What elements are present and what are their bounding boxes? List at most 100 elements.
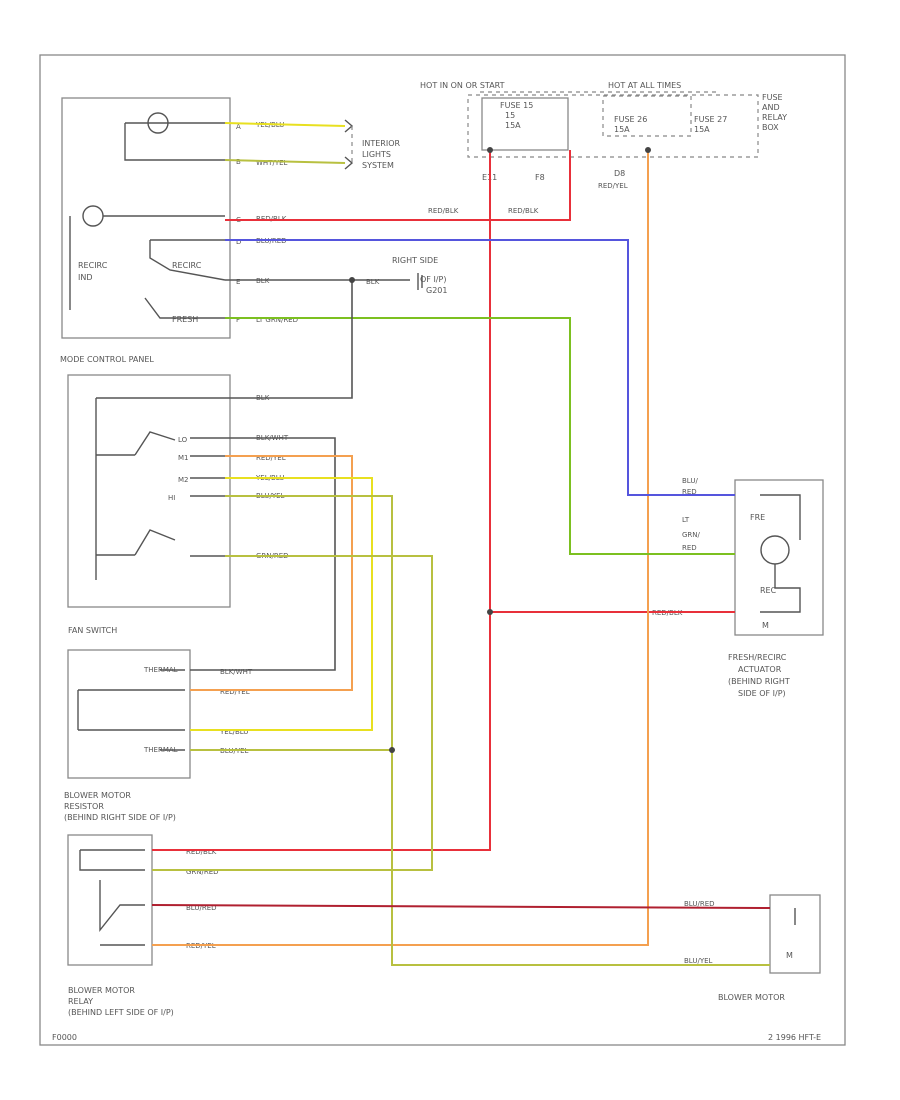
fan-pos-lo: LO — [178, 436, 188, 444]
wire-label-blk-wht-res: BLK/WHT — [220, 668, 253, 676]
mode-panel-title: MODE CONTROL PANEL — [60, 355, 154, 364]
relay-title-3: (BEHIND LEFT SIDE OF I/P) — [68, 1008, 174, 1017]
fan-pos-m2: M2 — [178, 476, 189, 484]
hot-run-label: HOT IN ON OR START — [420, 81, 505, 90]
actuator-title-2: ACTUATOR — [738, 665, 782, 674]
mode-pin-a: A — [236, 123, 241, 131]
fan-pos-m1: M1 — [178, 454, 189, 462]
interior-lights-2: LIGHTS — [362, 150, 391, 159]
resistor-title-2: RESISTOR — [64, 802, 104, 811]
mode-pin-b: B — [236, 158, 241, 166]
wire-label-blk-ground: BLK — [366, 278, 380, 286]
wire-label-lt-grn-red: LT GRN/RED — [256, 316, 298, 324]
recirc-ind-label-2: IND — [78, 273, 93, 282]
interior-lights-1: INTERIOR — [362, 139, 401, 148]
wire-label-lt-grn-act-2: GRN/ — [682, 531, 701, 539]
fuse15-name: FUSE 15 — [500, 101, 533, 110]
ground-label-2: OF I/P) — [420, 275, 446, 284]
fuse26-rating: 15A — [614, 125, 630, 134]
wire-blk-fan-to-ground — [225, 280, 353, 399]
fresh-label: FRESH — [172, 315, 198, 324]
resistor-title-3: (BEHIND RIGHT SIDE OF I/P) — [64, 813, 176, 822]
fuse-box-title-2: AND — [762, 103, 780, 112]
wire-label-red-blk-1: RED/BLK — [428, 207, 459, 215]
fan-switch-upper-arm — [134, 431, 176, 456]
ground-g201-icon — [417, 273, 423, 290]
actuator-fre: FRE — [750, 513, 765, 522]
recirc-ind-label: RECIRC — [78, 261, 108, 270]
conn-f8: F8 — [535, 173, 545, 182]
diagram-frame — [39, 54, 846, 1046]
fuse-box-title-4: BOX — [762, 123, 779, 132]
wire-label-lt-grn-act-1: LT — [682, 516, 690, 524]
relay-title-2: RELAY — [68, 997, 93, 1006]
wire-blu-red-actuator — [225, 239, 735, 496]
fuse15-outline — [481, 97, 569, 151]
fan-switch-outline — [67, 374, 231, 608]
fresh-recirc-actuator: FRE REC M BLU/ RED LT GRN/ RED RED/BLK F… — [652, 477, 824, 698]
wire-blk-wht-fan-res — [190, 437, 336, 671]
junction-ground — [349, 277, 355, 283]
wire-yel-blu-fan-res — [190, 477, 373, 731]
mode-panel-outline — [61, 97, 231, 339]
actuator-title-1: FRESH/RECIRC — [728, 653, 787, 662]
actuator-title-4: SIDE OF I/P) — [738, 689, 786, 698]
wire-red-blk-f8 — [225, 150, 571, 221]
wire-yel-blu-interior — [224, 122, 346, 127]
wire-label-red-yel: RED/YEL — [598, 182, 628, 190]
junction-blu-yel — [389, 747, 395, 753]
blower-motor-m: M — [786, 951, 793, 960]
fuse15-num: 15 — [505, 111, 515, 120]
fuse26-name: FUSE 26 — [614, 115, 647, 124]
wire-red-yel-d8 — [152, 150, 649, 946]
fuse-box-title-1: FUSE — [762, 93, 783, 102]
blower-motor-relay: RED/BLK GRN/RED BLU/RED RED/YEL BLOWER M… — [67, 834, 219, 1017]
wire-label-blu-red-act-2: RED — [682, 488, 697, 496]
wires-layer — [151, 122, 771, 966]
fuse27-rating: 15A — [694, 125, 710, 134]
wire-label-red-blk-relay: RED/BLK — [186, 848, 217, 856]
wire-label-blk-mode: BLK — [256, 277, 270, 285]
wire-label-red-blk-2: RED/BLK — [508, 207, 539, 215]
fuse27-name: FUSE 27 — [694, 115, 727, 124]
wire-wht-yel-interior — [224, 159, 346, 164]
wire-label-red-yel-fan: RED/YEL — [256, 454, 286, 462]
fan-switch-title: FAN SWITCH — [68, 626, 117, 635]
thermal-label-1: THERMAL — [143, 666, 178, 674]
fuse26-27-outline — [602, 95, 692, 137]
fan-switch-lower-arm — [134, 529, 176, 556]
mode-control-panel: RECIRC IND RECIRC FRESH MODE CONTROL PAN… — [60, 97, 447, 364]
ground-id: G201 — [426, 286, 447, 295]
fan-switch: LO M1 M2 HI FAN SWITCH BLK BLK/WHT RED/Y… — [67, 374, 289, 635]
junction-fuse15 — [487, 147, 493, 153]
actuator-motor-icon — [760, 535, 790, 565]
wire-label-yel-blu-res: YEL/BLU — [219, 728, 248, 736]
blower-motor-title: BLOWER MOTOR — [718, 993, 785, 1002]
thermal-label-2: THERMAL — [143, 746, 178, 754]
wire-label-wht-yel: WHT/YEL — [256, 159, 288, 167]
conn-d8: D8 — [614, 169, 625, 178]
actuator-outline — [734, 479, 824, 636]
wire-label-blu-yel-bm: BLU/YEL — [684, 957, 713, 965]
fuse15-rating: 15A — [505, 121, 521, 130]
actuator-fre-lead — [760, 494, 801, 540]
mode-pin-d: D — [236, 238, 241, 246]
wire-red-yel-fan-res — [190, 455, 353, 691]
wire-label-lt-grn-act-3: RED — [682, 544, 697, 552]
relay-contact-arm — [99, 880, 145, 932]
resistor-title-1: BLOWER MOTOR — [64, 791, 131, 800]
junction-fuse-d8 — [645, 147, 651, 153]
fuse-box-title-3: RELAY — [762, 113, 787, 122]
wire-label-blu-red-act-1: BLU/ — [682, 477, 698, 485]
indicator-lamp-recirc — [82, 205, 104, 227]
relay-outline — [67, 834, 153, 966]
actuator-rec: REC — [760, 586, 777, 595]
actuator-m: M — [762, 621, 769, 630]
blower-motor-resistor: THERMAL THERMAL BLK/WHT RED/YEL YEL/BLU … — [64, 649, 253, 822]
footer-left: F0000 — [52, 1033, 77, 1042]
wire-blu-red-relay-bm — [151, 904, 771, 909]
wire-label-blu-red-bm: BLU/RED — [684, 900, 715, 908]
recirc-switch-arm — [149, 240, 226, 281]
ground-label-1: RIGHT SIDE — [392, 256, 438, 265]
